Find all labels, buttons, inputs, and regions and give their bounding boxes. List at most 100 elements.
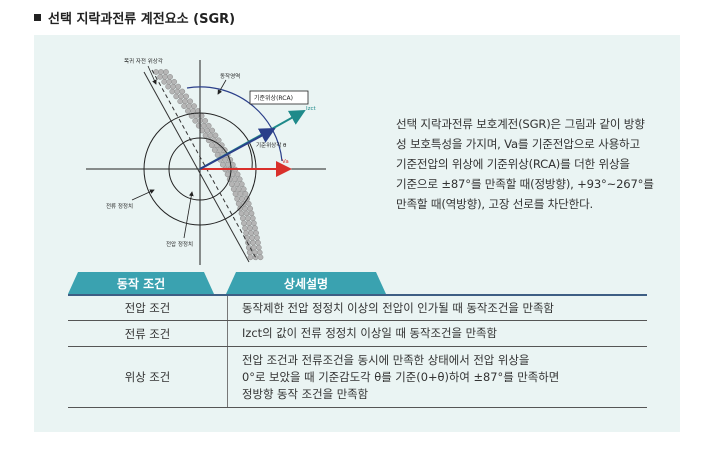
region-dot: [219, 161, 226, 168]
region-dot: [257, 254, 264, 261]
boundary-line-2: [151, 69, 258, 261]
label-izct: Izct: [306, 106, 317, 112]
region-dot: [234, 171, 241, 178]
region-dot: [185, 108, 191, 114]
region-dot: [247, 205, 254, 212]
region-dot: [230, 186, 237, 192]
pointer-restraint: [147, 65, 157, 85]
table-row: 위상 조건 전압 조건과 전류조건을 동시에 만족한 상태에서 전압 위상을 0…: [68, 346, 647, 408]
region-dot: [173, 93, 180, 100]
region-dot: [153, 69, 159, 75]
detail-line: 동작제한 전압 정정치 이상의 전압이 인가될 때 동작조건을 만족함: [242, 300, 554, 315]
region-dot: [249, 215, 256, 222]
label-rca: 기준위상(RCA): [254, 94, 293, 102]
region-dot: [252, 225, 258, 231]
label-va: Va: [282, 159, 289, 165]
region-dot: [232, 191, 239, 197]
label-voltage-setting: 전압 정정치: [166, 240, 193, 248]
region-dot: [174, 88, 181, 95]
region-dot: [255, 239, 261, 246]
condition-cell: 전압 조건: [68, 296, 228, 321]
region-dot: [243, 230, 249, 236]
region-dot: [167, 74, 173, 80]
region-dot: [215, 137, 222, 144]
region-dot: [195, 122, 202, 129]
region-dot: [238, 181, 245, 188]
section-title: 선택 지락과전류 계전요소 (SGR): [34, 8, 235, 27]
region-dot: [191, 103, 197, 109]
section-title-text: 선택 지락과전류 계전요소 (SGR): [48, 12, 236, 27]
region-dot: [242, 191, 249, 197]
region-dot: [250, 239, 256, 246]
table-row: 전압 조건 동작제한 전압 정정치 이상의 전압이 인가될 때 동작조건을 만족…: [68, 296, 647, 321]
detail-cell: Izct의 값이 전류 정정치 이상일 때 동작조건을 만족함: [227, 320, 647, 347]
label-operate-area: 동작영역: [220, 72, 240, 80]
region-dot: [163, 69, 169, 75]
region-dot: [254, 234, 260, 241]
region-dot: [178, 93, 185, 100]
description-line: 기준으로 ±87°를 만족할 때(정방향), +93°~267°를: [396, 177, 654, 191]
region-dot: [161, 78, 168, 85]
region-dot: [211, 147, 218, 153]
region-dot: [162, 74, 168, 80]
region-dot: [251, 249, 258, 256]
region-dot: [224, 171, 231, 178]
region-dot: [235, 200, 242, 207]
region-dot: [193, 113, 200, 119]
region-dot: [171, 78, 178, 85]
boundary-line-1: [143, 71, 250, 263]
region-dot: [253, 230, 259, 236]
region-dot: [255, 244, 262, 251]
rca-label-box: [249, 90, 309, 105]
region-dot: [247, 254, 254, 261]
region-dot: [208, 142, 215, 149]
region-dot: [242, 225, 248, 231]
condition-cell: 전류 조건: [68, 320, 228, 347]
region-dot: [234, 195, 240, 202]
region-dot: [181, 103, 187, 109]
region-dot: [179, 88, 186, 95]
detail-cell: 동작제한 전압 정정치 이상의 전압이 인가될 때 동작조건을 만족함: [227, 296, 647, 321]
region-dot: [212, 132, 219, 139]
region-dot: [240, 186, 247, 192]
region-dot: [202, 132, 209, 139]
region-dot: [229, 161, 236, 168]
pointer-current: [131, 189, 155, 201]
region-dot: [248, 210, 255, 217]
region-dot: [248, 230, 254, 236]
region-dot: [200, 122, 207, 129]
detail-line: 0°로 보았을 때 기준감도각 θ를 기준(0+θ)하여 ±87°를 만족하면: [242, 369, 560, 384]
region-dot: [205, 122, 212, 129]
region-dot: [216, 147, 223, 153]
region-dot: [233, 181, 240, 188]
region-dot: [239, 195, 245, 202]
region-dot: [169, 88, 176, 95]
description-line: 성 보호특성을 가지며, Va를 기준전압으로 사용하고: [396, 137, 640, 151]
region-dot: [256, 249, 263, 256]
pointer-voltage: [183, 191, 194, 239]
region-dot: [246, 220, 252, 227]
region-dot: [249, 234, 255, 241]
region-dot: [242, 205, 249, 212]
label-current-setting: 전류 정정치: [106, 202, 133, 210]
region-dot: [224, 161, 231, 168]
operate-region-dots: [153, 69, 264, 261]
region-dot: [204, 127, 211, 134]
detail-line: Izct의 값이 전류 정정치 이상일 때 동작조건을 만족함: [242, 326, 498, 340]
region-dot: [157, 74, 163, 80]
region-dot: [192, 117, 199, 124]
detail-line: 정방향 동작 조건을 만족함: [242, 386, 369, 401]
detail-cell: 전압 조건과 전류조건을 동시에 만족한 상태에서 전압 위상을 0°로 보았을…: [227, 346, 647, 408]
region-dot: [214, 152, 221, 158]
region-dot: [183, 93, 190, 100]
region-dot: [239, 215, 246, 222]
region-dot: [251, 220, 257, 227]
region-dot: [241, 220, 247, 227]
region-dot: [247, 225, 253, 231]
description-line: 선택 지락과전류 보호계전(SGR)은 그림과 같이 방향: [396, 117, 645, 131]
sgr-diagram: 목귀 자전 위상각 동작영역 기준위상(RCA) Izct 기준위상각 θ Va…: [86, 57, 326, 265]
region-dot: [243, 210, 250, 217]
region-dot: [237, 191, 244, 197]
rca-arrow: [199, 128, 276, 170]
region-dot: [165, 83, 172, 90]
